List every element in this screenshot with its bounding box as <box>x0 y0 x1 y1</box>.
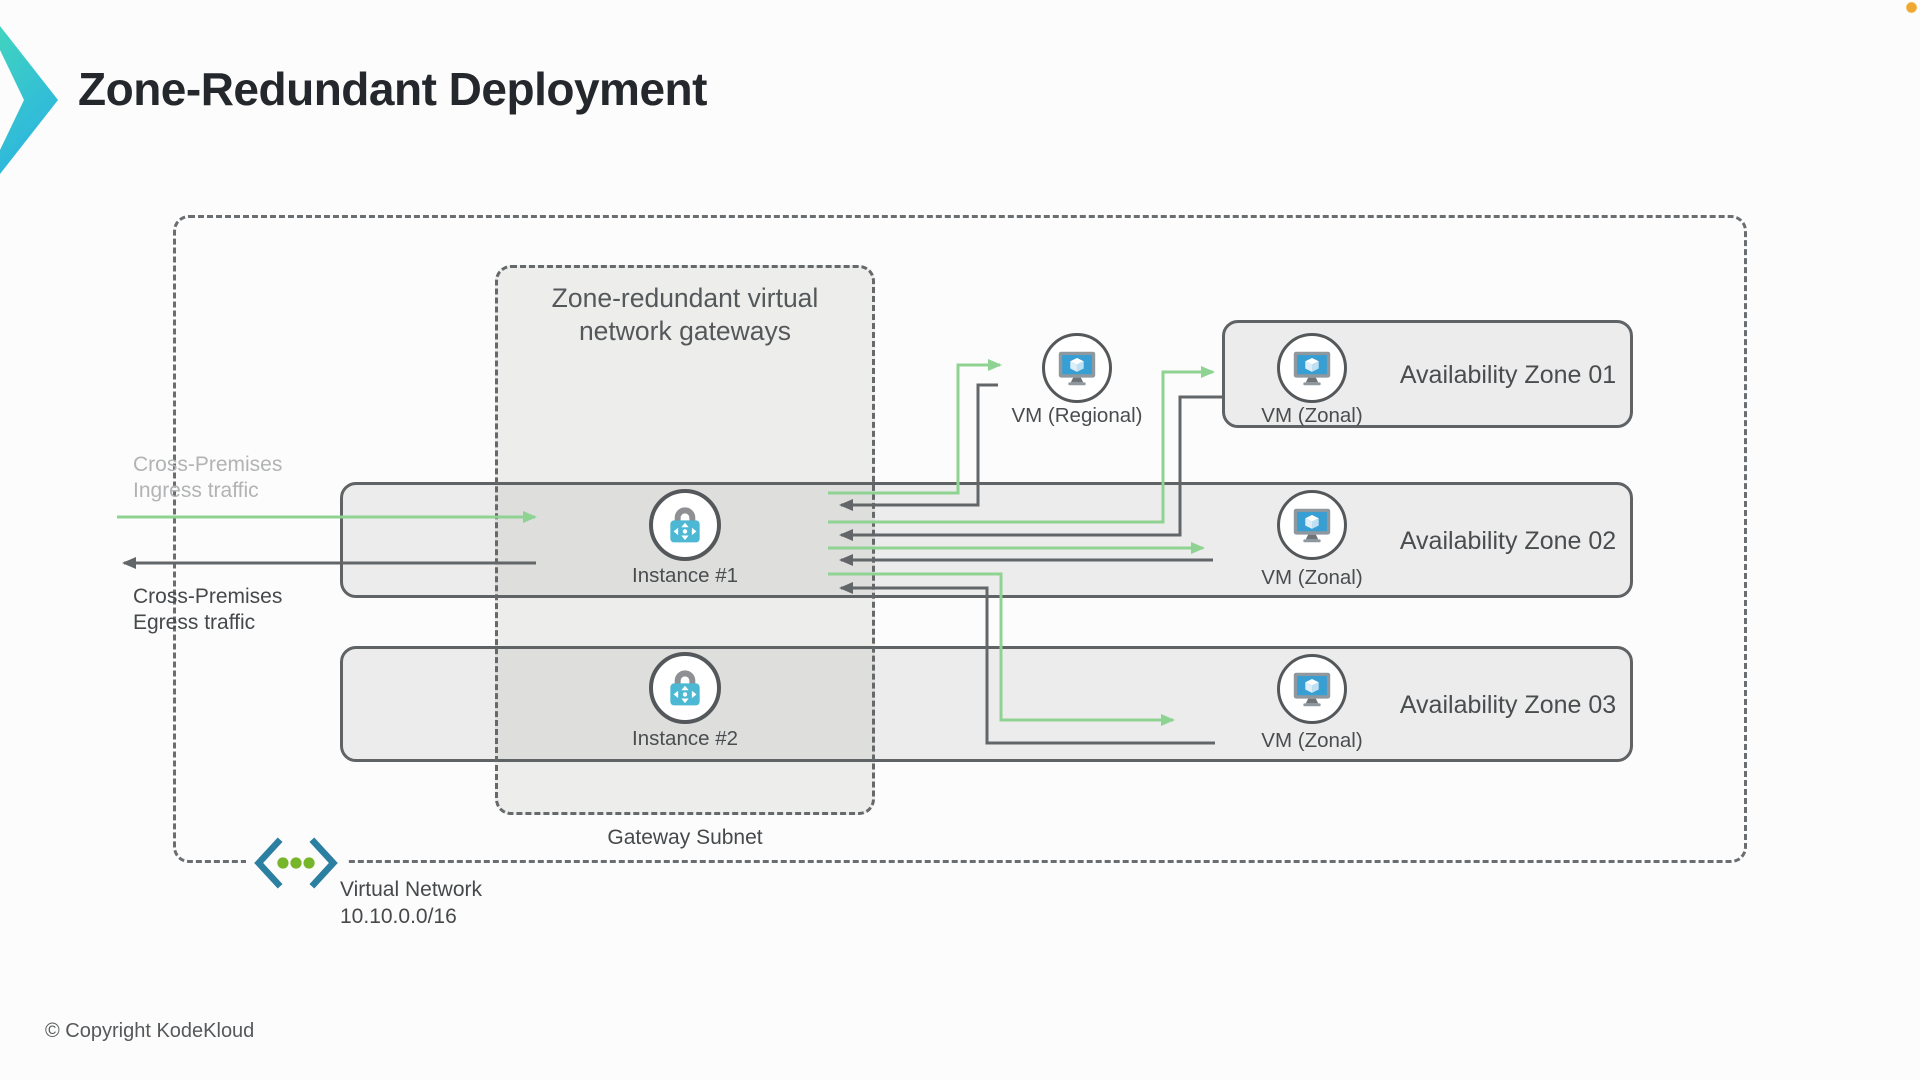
vm-zonal-3-node <box>1277 654 1347 724</box>
vm-zonal-1-label: VM (Zonal) <box>1261 404 1363 427</box>
virtual-network-box <box>173 215 1747 863</box>
egress-line2: Egress traffic <box>133 611 256 634</box>
vm-zonal-1-node <box>1277 333 1347 403</box>
instance-2-node <box>649 652 721 724</box>
vm-zonal-3-label: VM (Zonal) <box>1261 729 1363 752</box>
availability-zone-03-label: Availability Zone 03 <box>1399 691 1617 719</box>
page-title: Zone-Redundant Deployment <box>78 63 707 115</box>
kodekloud-chevron-logo-icon <box>0 26 58 174</box>
vm-monitor-icon <box>1293 508 1331 543</box>
vm-monitor-icon <box>1058 351 1096 386</box>
gateway-group-title: Zone-redundant virtual network gateways <box>551 283 819 346</box>
zone3-to-gateway-arrow <box>839 582 1215 745</box>
ingress-line2: Ingress traffic <box>133 479 259 502</box>
virtual-network-name: Virtual Network <box>340 878 482 901</box>
gateway-subnet-border <box>495 265 875 815</box>
availability-zone-01-label: Availability Zone 01 <box>1399 361 1617 389</box>
virtual-network-icon-wrap <box>246 833 346 893</box>
egress-line1: Cross-Premises <box>133 585 283 608</box>
virtual-network-icon <box>254 837 338 889</box>
gateway-to-vm-regional-arrow <box>828 359 1002 495</box>
vm-monitor-icon <box>1293 672 1331 707</box>
egress-traffic-label: Cross-Premises Egress traffic <box>133 584 282 636</box>
vm-monitor-icon <box>1293 351 1331 386</box>
vm-zonal-2-node <box>1277 490 1347 560</box>
virtual-network-caption: Virtual Network 10.10.0.0/16 <box>340 876 482 930</box>
instance-1-node <box>649 489 721 561</box>
virtual-network-cidr: 10.10.0.0/16 <box>340 905 457 928</box>
vm-zonal-2-label: VM (Zonal) <box>1261 566 1363 589</box>
instance-2-label: Instance #2 <box>632 727 738 750</box>
corner-dot-icon <box>1906 2 1917 13</box>
gateway-subnet-caption: Gateway Subnet <box>607 826 763 849</box>
vm-regional-to-gateway-arrow <box>839 383 998 511</box>
availability-zone-02-label: Availability Zone 02 <box>1399 527 1617 555</box>
gateway-to-zone1-arrow <box>828 366 1215 524</box>
vm-regional-label: VM (Regional) <box>1011 404 1143 427</box>
gateway-to-zone3-arrow <box>828 572 1175 726</box>
copyright-text: © Copyright KodeKloud <box>45 1020 255 1042</box>
vm-regional-node <box>1042 333 1112 403</box>
ingress-traffic-label: Cross-Premises Ingress traffic <box>133 452 282 504</box>
vpn-gateway-lock-icon <box>670 507 700 543</box>
zone1-to-gateway-arrow <box>839 395 1222 541</box>
ingress-line1: Cross-Premises <box>133 453 283 476</box>
vpn-gateway-lock-icon <box>670 670 700 706</box>
instance-1-label: Instance #1 <box>632 564 738 587</box>
